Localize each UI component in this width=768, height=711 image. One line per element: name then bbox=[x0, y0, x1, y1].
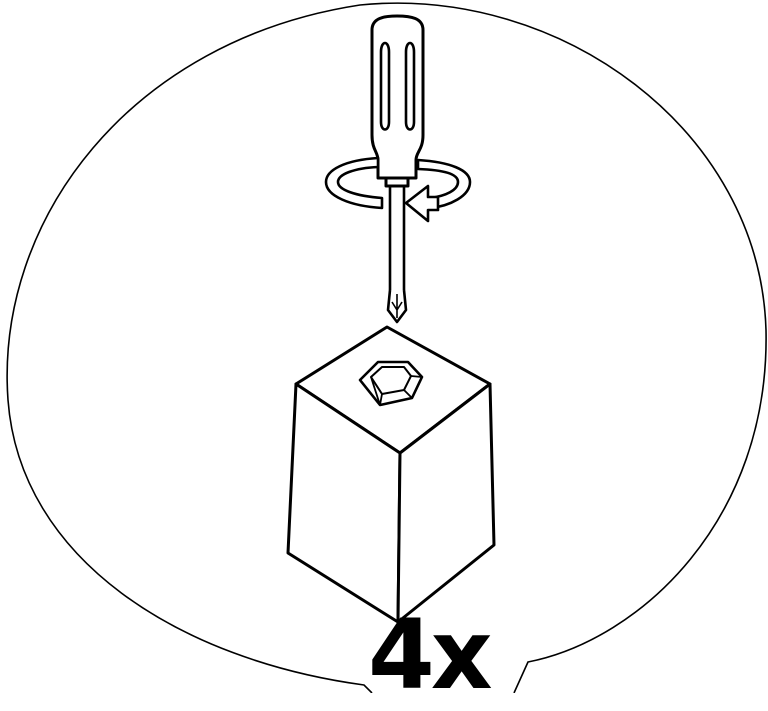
rotation-ring-back bbox=[326, 158, 382, 208]
handle-groove-right bbox=[406, 43, 414, 130]
screwdriver-tip-groove bbox=[392, 294, 402, 318]
rotate-clockwise-icon bbox=[326, 158, 470, 221]
quantity-label: 4x bbox=[368, 610, 518, 700]
screwdriver-shaft bbox=[390, 186, 404, 290]
handle-groove-left bbox=[381, 43, 389, 130]
rotation-arrowhead bbox=[406, 186, 438, 221]
screwdriver-icon bbox=[372, 16, 423, 322]
block-part-icon bbox=[288, 327, 494, 622]
screwdriver-handle bbox=[372, 16, 423, 178]
assembly-illustration bbox=[0, 0, 768, 693]
